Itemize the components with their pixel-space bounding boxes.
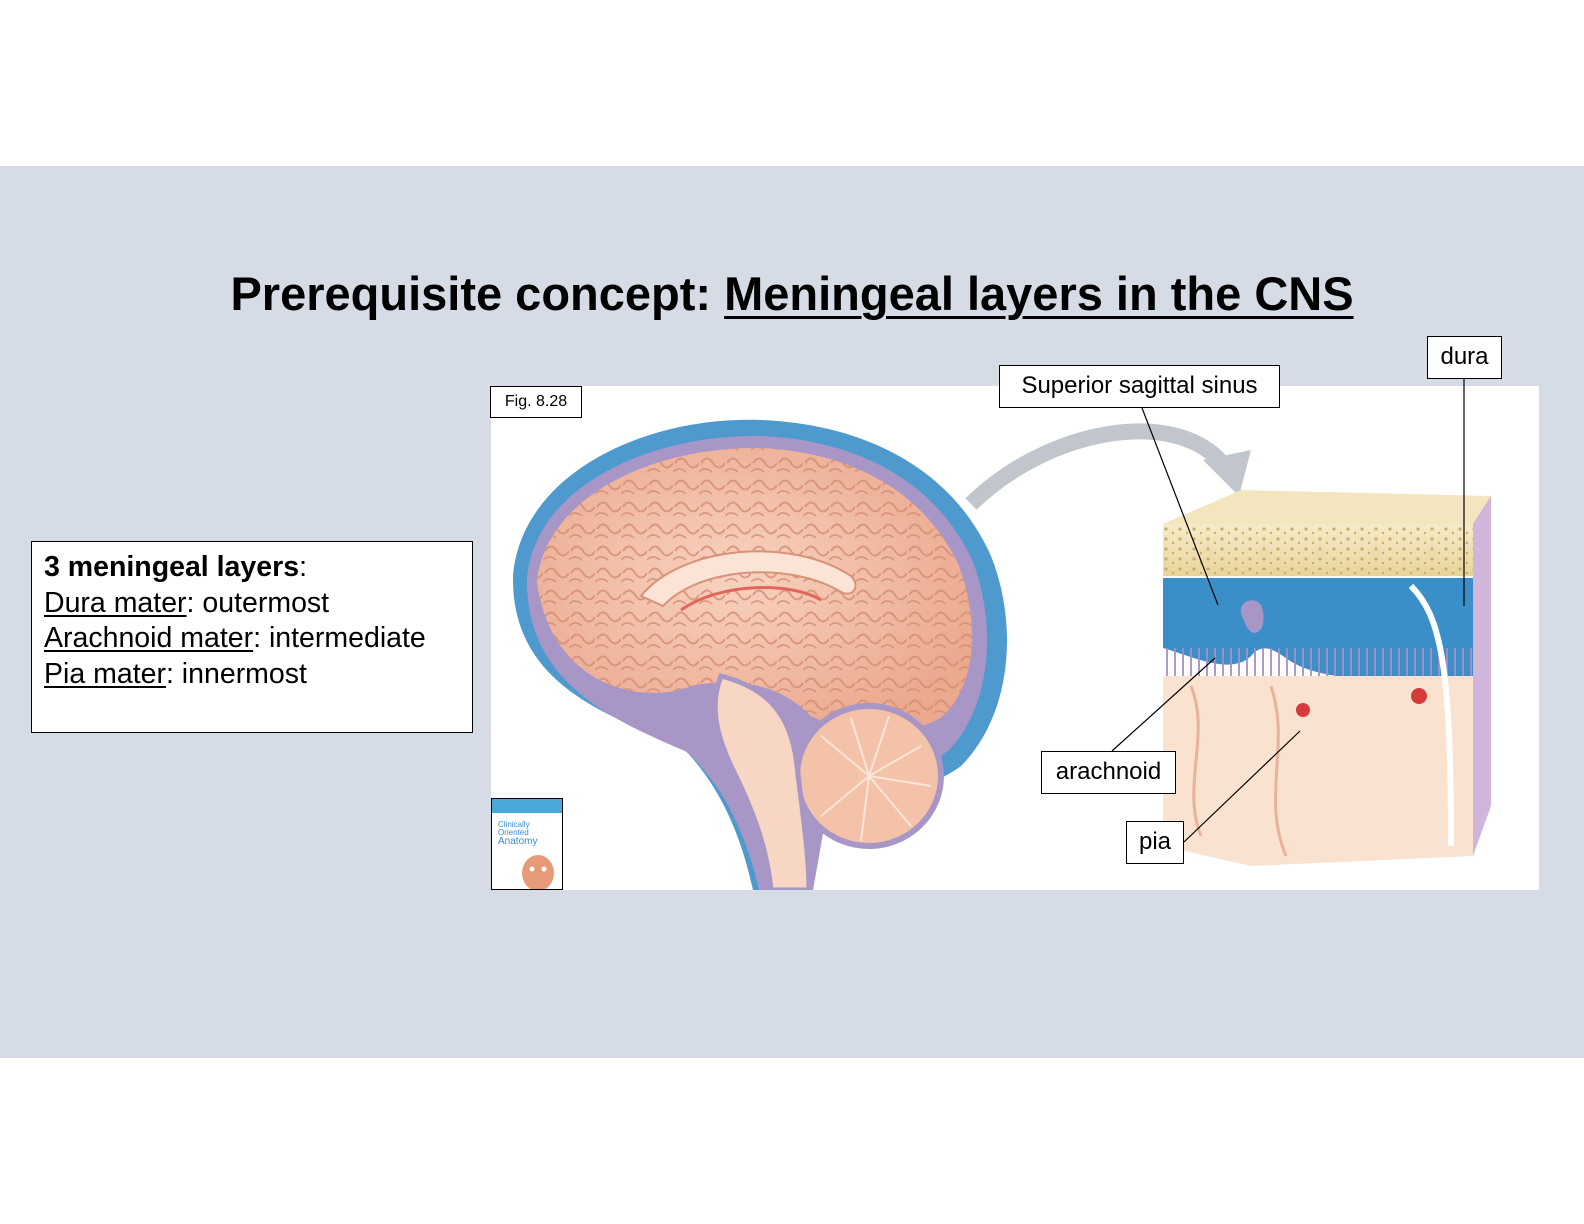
skull-top-surface xyxy=(1163,490,1491,532)
slide-title: Prerequisite concept: Meningeal layers i… xyxy=(0,266,1584,321)
brainstem xyxy=(712,673,812,890)
layers-heading-colon: : xyxy=(299,551,307,583)
book-line-1: Clinically xyxy=(498,820,530,829)
cortex-block xyxy=(1163,676,1473,866)
callout-pia: pia xyxy=(1126,821,1184,864)
title-underlined: Meningeal layers in the CNS xyxy=(724,267,1354,320)
layer-item-dura: Dura mater: outermost xyxy=(44,586,472,622)
layers-heading: 3 meningeal layers: xyxy=(44,550,472,586)
layer-desc: : outermost xyxy=(186,586,330,619)
layer-desc: : innermost xyxy=(165,657,307,690)
book-line-2: Oriented xyxy=(498,828,529,837)
meningeal-layers-textbox: 3 meningeal layers: Dura mater: outermos… xyxy=(31,541,473,733)
layers-heading-text: 3 meningeal layers xyxy=(44,551,300,583)
layer-term: Arachnoid mater xyxy=(44,622,254,654)
layer-term: Dura mater xyxy=(44,586,187,619)
figure-number-label: Fig. 8.28 xyxy=(490,386,582,418)
layer-term: Pia mater xyxy=(44,657,166,690)
callout-arachnoid: arachnoid xyxy=(1041,751,1176,794)
layer-item-pia: Pia mater: innermost xyxy=(44,657,472,693)
title-prefix: Prerequisite concept: xyxy=(230,267,725,320)
callout-superior-sagittal-sinus: Superior sagittal sinus xyxy=(999,365,1280,408)
book-cover-thumbnail: Clinically Oriented Anatomy xyxy=(491,798,563,890)
book-cover-art: Clinically Oriented Anatomy xyxy=(492,799,562,889)
book-line-3: Anatomy xyxy=(498,836,537,847)
callout-dura: dura xyxy=(1427,336,1502,379)
brain-and-meninges-drawing xyxy=(512,419,1491,890)
meninges-illustration xyxy=(491,386,1539,890)
layer-desc: : intermediate xyxy=(253,622,426,654)
pointer-arrow xyxy=(965,423,1233,510)
layer-item-arachnoid: Arachnoid mater: intermediate xyxy=(44,621,472,657)
